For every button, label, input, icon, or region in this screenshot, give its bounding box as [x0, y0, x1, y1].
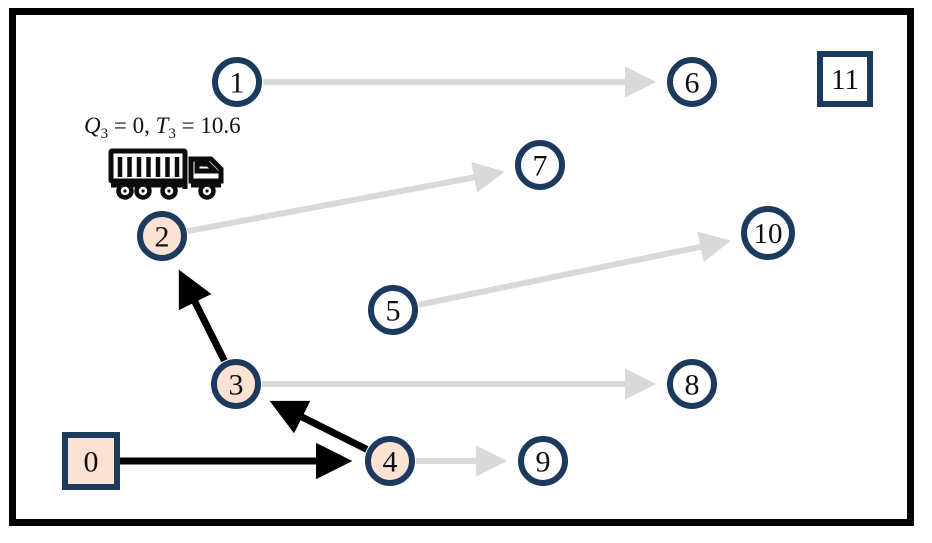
- node-9-shape: [518, 436, 568, 486]
- node-10[interactable]: 10: [741, 206, 795, 260]
- edge-2-to-7: [186, 162, 505, 235]
- node-4[interactable]: 4: [365, 436, 415, 486]
- node-1-shape: [212, 57, 262, 107]
- node-8-shape: [667, 359, 717, 409]
- node-3-label: 3: [229, 369, 244, 402]
- node-6[interactable]: 6: [667, 57, 717, 107]
- node-11[interactable]: 11: [817, 51, 873, 107]
- node-2-label: 2: [155, 221, 170, 254]
- node-0-shape: [62, 432, 120, 490]
- node-3-shape: [211, 359, 261, 409]
- node-5[interactable]: 5: [368, 285, 418, 335]
- node-1-label: 1: [230, 67, 245, 100]
- node-7-shape: [515, 140, 565, 190]
- diagram-frame: [9, 8, 914, 526]
- node-2-shape: [137, 211, 187, 261]
- node-6-shape: [667, 57, 717, 107]
- node-2[interactable]: 2: [137, 211, 187, 261]
- node-5-label: 5: [386, 295, 401, 328]
- edge-5-to-10: [417, 231, 731, 308]
- node-8-label: 8: [685, 369, 700, 402]
- nodes-layer: 0 1 2 3 4 5 6 7 8 9 10 11: [62, 51, 873, 490]
- node-10-shape: [741, 206, 795, 260]
- node-7[interactable]: 7: [515, 140, 565, 190]
- edges-layer: [118, 66, 731, 480]
- node-11-label: 11: [831, 64, 859, 96]
- truck-icon: [108, 148, 224, 200]
- node-9-label: 9: [536, 446, 551, 479]
- node-0-label: 0: [84, 446, 99, 479]
- node-6-label: 6: [685, 67, 700, 100]
- node-7-label: 7: [533, 150, 548, 183]
- node-0[interactable]: 0: [62, 432, 120, 490]
- node-1[interactable]: 1: [212, 57, 262, 107]
- node-5-shape: [368, 285, 418, 335]
- status-label: Q3 = 0, T3 = 10.6: [84, 113, 241, 142]
- node-4-shape: [365, 436, 415, 486]
- node-4-label: 4: [383, 446, 398, 479]
- node-10-label: 10: [754, 218, 783, 250]
- edge-3-to-2: [178, 269, 228, 363]
- node-3[interactable]: 3: [211, 359, 261, 409]
- node-9[interactable]: 9: [518, 436, 568, 486]
- node-8[interactable]: 8: [667, 359, 717, 409]
- edge-4-to-3: [269, 400, 369, 453]
- node-11-shape: [817, 51, 873, 107]
